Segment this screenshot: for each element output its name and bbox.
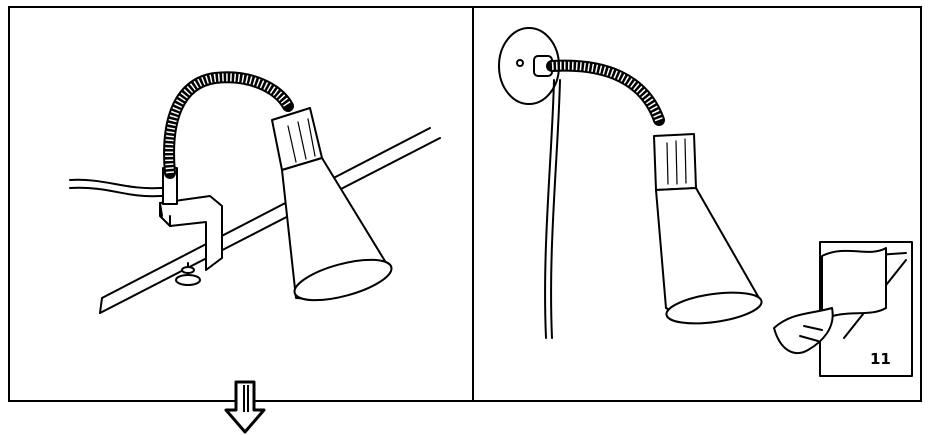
down-arrow-icon bbox=[220, 380, 270, 435]
page-reference-number: 11 bbox=[870, 350, 891, 368]
table-clamp bbox=[160, 196, 222, 285]
table-edge bbox=[100, 128, 440, 313]
lamp-shade bbox=[272, 108, 395, 308]
clamp-mount-panel bbox=[8, 6, 474, 402]
clamp-lamp-illustration bbox=[10, 8, 472, 400]
wall-lamp-illustration bbox=[474, 8, 920, 400]
lamp-shade bbox=[654, 134, 763, 329]
gooseneck-arm bbox=[552, 66, 659, 120]
wall-mount-panel bbox=[472, 6, 922, 402]
manual-reference-icon bbox=[774, 242, 912, 376]
